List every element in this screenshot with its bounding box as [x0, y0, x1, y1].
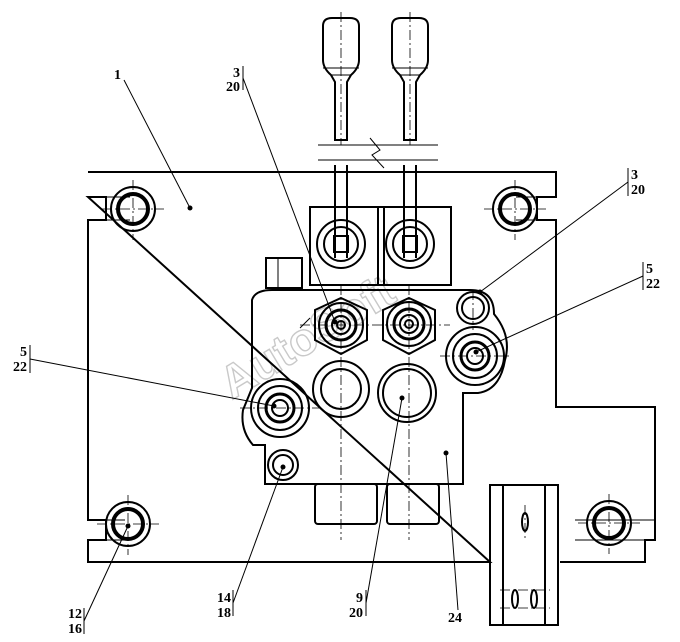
callout-22-bottom: 22 [13, 360, 27, 375]
break-line [318, 137, 438, 169]
side-bracket [489, 484, 559, 626]
leader-dots [125, 205, 483, 529]
valve-body [241, 289, 508, 525]
mounting-bolt [578, 494, 640, 554]
callout-20-bottom: 20 [226, 80, 240, 95]
callout-18-bottom: 18 [217, 606, 231, 621]
port-plug [377, 363, 437, 423]
callout-20-bottom: 20 [631, 183, 645, 198]
callout-9-top: 9 [356, 591, 363, 606]
callout-14-top: 14 [217, 591, 231, 606]
valve-cap [265, 257, 303, 289]
callout-16-bottom: 16 [68, 622, 82, 637]
lever-bracket [309, 206, 452, 286]
mounting-bolt [102, 180, 164, 240]
control-lever [322, 12, 360, 258]
callout-20-bottom: 20 [349, 606, 363, 621]
callout-1: 1 [114, 68, 121, 83]
mounting-plate [85, 171, 656, 563]
leader-lines [29, 66, 644, 634]
callout-12-top: 12 [68, 607, 82, 622]
callout-22-bottom: 22 [646, 277, 660, 292]
callout-5-top: 5 [646, 262, 653, 277]
small-plug [267, 449, 299, 481]
centerline [240, 285, 512, 540]
callout-5-top: 5 [20, 345, 27, 360]
callout-3-top: 3 [233, 66, 240, 81]
mounting-bolt [484, 180, 546, 240]
callout-24: 24 [448, 611, 462, 626]
callout-3-top: 3 [631, 168, 638, 183]
control-lever [391, 12, 429, 258]
